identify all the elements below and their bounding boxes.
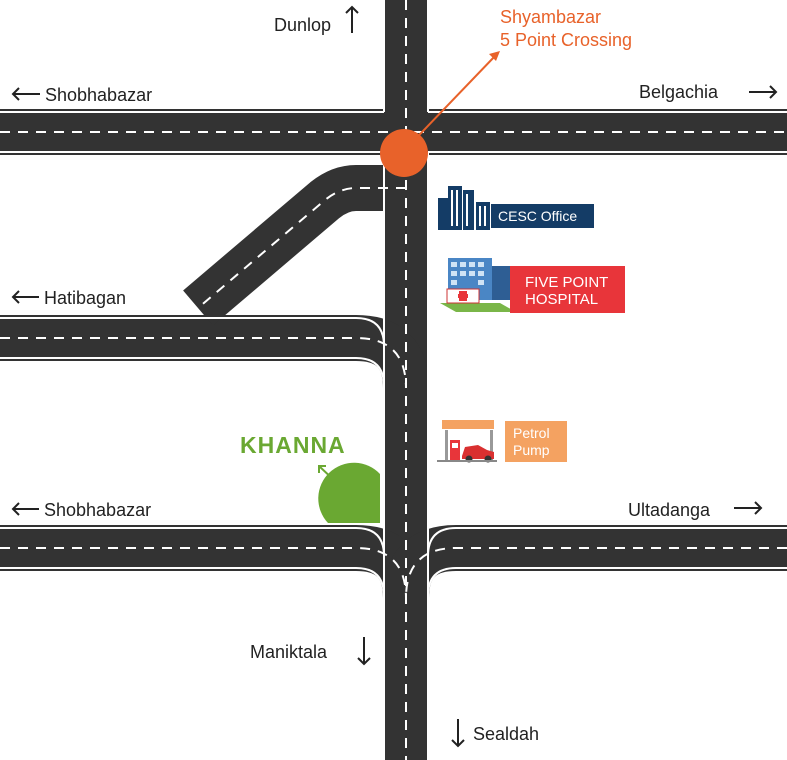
diagonal-road — [183, 165, 406, 326]
south-label-sealdah: Sealdah — [473, 724, 539, 744]
hospital-tag — [510, 266, 625, 313]
north-label: Dunlop — [274, 15, 331, 35]
arrow-right-icon — [749, 85, 778, 99]
bottom-road-left-label: Shobhabazar — [44, 500, 151, 520]
top-road-left-label: Shobhabazar — [45, 85, 152, 105]
bottom-road-right-label: Ultadanga — [628, 500, 711, 520]
middle-road — [0, 315, 429, 390]
top-road-right-label: Belgachia — [639, 82, 719, 102]
cesc-tag — [491, 204, 594, 228]
hospital-label-line1: FIVE POINT — [525, 274, 608, 291]
khanna-marker — [318, 462, 380, 523]
arrow-right-icon — [734, 501, 763, 515]
hospital-label-line2: HOSPITAL — [525, 291, 598, 308]
petrol-label-line1: Petrol — [513, 425, 550, 441]
middle-road-left-label: Hatibagan — [44, 288, 126, 308]
arrow-down-icon — [357, 637, 371, 666]
crossing-label-line2: 5 Point Crossing — [500, 30, 632, 50]
south-label-maniktala: Maniktala — [250, 642, 328, 662]
arrow-left-icon — [11, 502, 39, 516]
petrol-label-line2: Pump — [513, 442, 550, 458]
crossing-label-line1: Shyambazar — [500, 7, 601, 27]
cesc-label: CESC Office — [498, 208, 577, 224]
khanna-label: KHANNA — [240, 432, 346, 458]
hospital-icon — [440, 258, 516, 312]
petrol-pump-icon — [437, 420, 497, 463]
petrol-tag — [505, 421, 567, 462]
office-building-icon — [438, 186, 490, 230]
arrow-left-icon — [11, 290, 39, 304]
arrow-up-icon — [345, 5, 359, 33]
crossing-marker — [380, 51, 500, 177]
arrow-down-icon — [451, 719, 465, 748]
arrow-left-icon — [11, 87, 40, 101]
